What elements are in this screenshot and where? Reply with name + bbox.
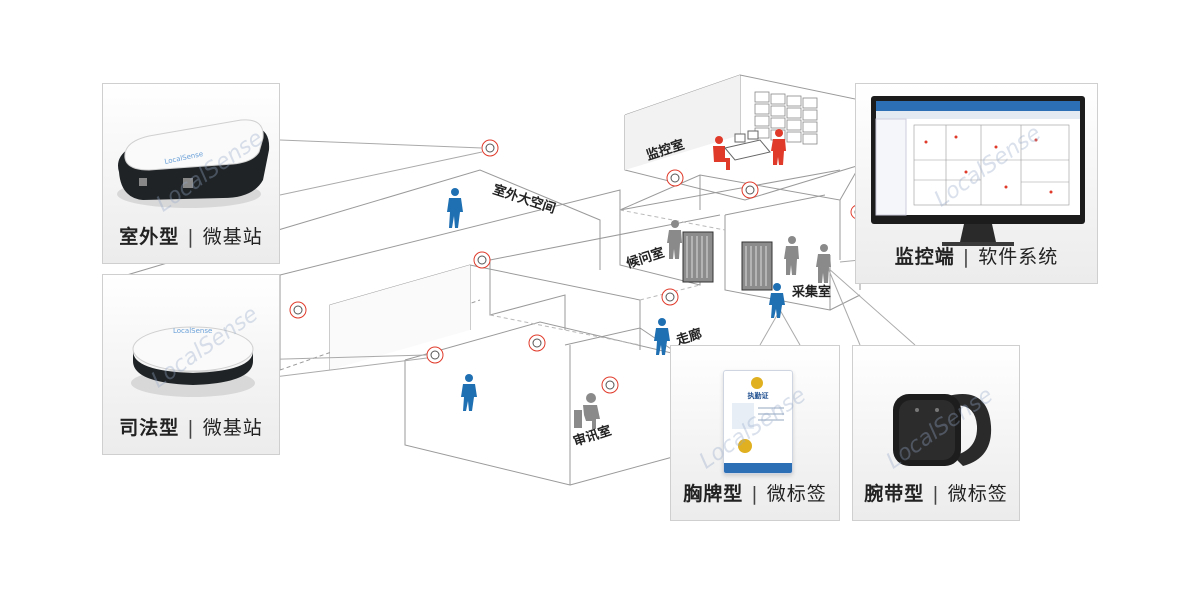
card-badge-tag: 执勤证 LocalSense 胸牌型|微标签 <box>670 345 840 521</box>
caption-badge: 胸牌型 | 微标签 <box>671 479 839 506</box>
caption-monitor-sep: | <box>962 246 971 268</box>
caption-badge-sub: 微标签 <box>766 483 827 505</box>
card-outdoor-base-station: LocalSense LocalSense 室外型|微基站 <box>102 83 280 264</box>
person-lower <box>461 374 477 411</box>
outdoor-base-station-image: LocalSense <box>117 119 270 208</box>
caption-badge-sep: | <box>751 483 759 505</box>
caption-outdoor-bold: 室外型 <box>119 226 180 248</box>
caption-monitor-bold: 监控端 <box>894 246 955 268</box>
video-wall <box>754 91 818 145</box>
person-outdoor <box>447 188 463 228</box>
badge-image: 执勤证 <box>723 370 793 474</box>
caption-outdoor-sub: 微基站 <box>202 226 263 248</box>
person-waiting <box>667 220 682 259</box>
collection-room-door <box>741 241 773 291</box>
label-outdoor-space: 室外大空间 <box>491 182 558 217</box>
caption-monitor: 监控端 | 软件系统 <box>856 242 1097 269</box>
card-monitor-software: LocalSense 监控端|软件系统 <box>855 83 1098 284</box>
caption-wristband-sub: 微标签 <box>947 483 1008 505</box>
person-collection-area <box>769 283 785 318</box>
judicial-base-station-image: LocalSense <box>131 326 255 397</box>
caption-wristband-sep: | <box>932 483 940 505</box>
badge-card-title: 执勤证 <box>747 392 769 400</box>
caption-monitor-sub: 软件系统 <box>978 246 1059 268</box>
caption-outdoor-sep: | <box>187 226 195 248</box>
people-collection <box>784 236 831 283</box>
operator-desk <box>724 130 771 161</box>
caption-outdoor: 室外型 | 微基站 <box>103 222 279 249</box>
caption-badge-bold: 胸牌型 <box>683 483 744 505</box>
person-corridor <box>654 318 670 355</box>
caption-judicial-bold: 司法型 <box>119 417 180 439</box>
person-interrogation-seated <box>574 393 600 429</box>
caption-wristband: 腕带型 | 微标签 <box>853 479 1019 506</box>
outdoor-space-outline <box>109 169 601 281</box>
caption-wristband-bold: 腕带型 <box>864 483 925 505</box>
waiting-room-door <box>682 231 714 283</box>
monitor-image <box>871 96 1085 246</box>
card-wristband-tag: LocalSense 腕带型|微标签 <box>852 345 1020 521</box>
operators-red <box>713 129 786 170</box>
caption-judicial: 司法型 | 微基站 <box>103 413 279 440</box>
label-waiting-room: 候问室 <box>624 245 666 272</box>
card-judicial-base-station: LocalSense LocalSense 司法型|微基站 <box>102 274 280 455</box>
caption-judicial-sep: | <box>187 417 195 439</box>
wristband-image <box>893 394 992 466</box>
label-corridor: 走廊 <box>674 326 704 349</box>
svg-text:LocalSense: LocalSense <box>173 327 212 335</box>
label-collection-room: 采集室 <box>791 284 831 300</box>
caption-judicial-sub: 微基站 <box>202 417 263 439</box>
